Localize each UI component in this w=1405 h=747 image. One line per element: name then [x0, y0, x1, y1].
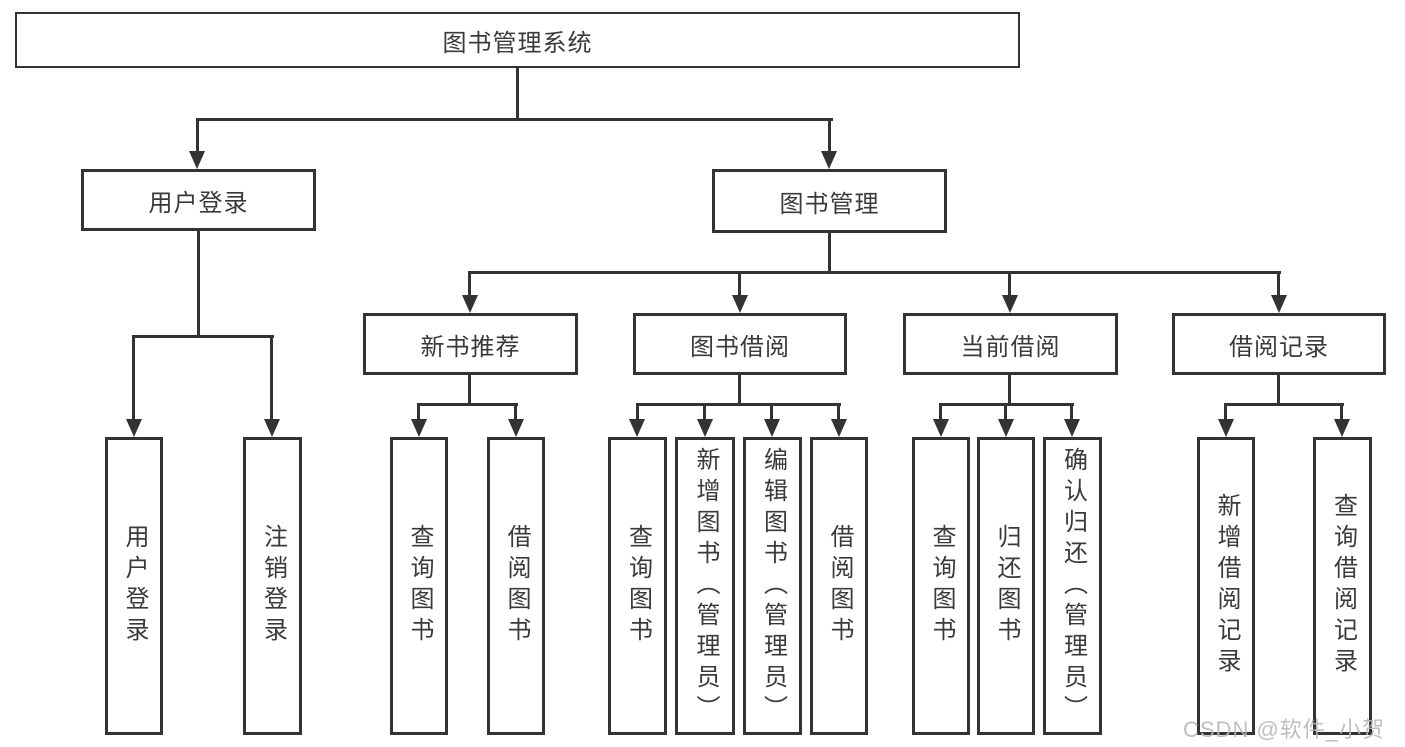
leaf-label: 用户登录: [121, 524, 148, 648]
leaf-label: 查询图书: [624, 524, 652, 648]
node-label: 当前借阅: [960, 333, 1061, 361]
leaf-label: 注销登录: [259, 524, 287, 648]
leaf-label: 归还图书: [993, 524, 1020, 648]
connector-line: [468, 271, 1281, 274]
connector-line: [1224, 403, 1344, 406]
arrow-down-icon: [411, 419, 427, 437]
node-current-borrowing: 当前借阅: [903, 313, 1118, 375]
leaf-query-books-current: 查询图书: [912, 437, 970, 735]
leaf-edit-book-admin: 编辑图书（管理员）: [743, 437, 802, 735]
node-book-borrowing: 图书借阅: [633, 313, 847, 375]
arrow-down-icon: [126, 419, 142, 437]
arrow-down-icon: [831, 419, 847, 437]
connector-line: [468, 271, 471, 297]
node-library-management-system: 图书管理系统: [15, 12, 1020, 68]
connector-line: [516, 68, 519, 120]
connector-line: [738, 271, 741, 297]
connector-line: [468, 375, 471, 405]
connector-line: [1008, 271, 1011, 297]
connector-line: [1277, 271, 1280, 297]
connector-line: [770, 403, 773, 421]
leaf-query-books-borrowing: 查询图书: [608, 437, 667, 735]
leaf-label: 借阅图书: [503, 524, 530, 648]
arrow-down-icon: [462, 295, 478, 313]
connector-line: [837, 403, 840, 421]
leaf-add-borrow-record: 新增借阅记录: [1197, 437, 1255, 735]
arrow-down-icon: [1218, 419, 1234, 437]
leaf-user-login: 用户登录: [105, 437, 163, 735]
arrow-down-icon: [998, 419, 1014, 437]
leaf-return-book: 归还图书: [977, 437, 1035, 735]
node-label: 图书管理: [779, 190, 880, 218]
connector-line: [636, 403, 639, 421]
connector-line: [1004, 403, 1007, 421]
connector-line: [738, 375, 741, 405]
leaf-label: 新增借阅记录: [1213, 493, 1240, 679]
connector-line: [417, 403, 518, 406]
node-borrowing-records: 借阅记录: [1172, 313, 1386, 375]
connector-line: [417, 403, 420, 421]
leaf-label: 借阅图书: [826, 524, 853, 648]
connector-line: [197, 231, 200, 337]
arrow-down-icon: [508, 419, 524, 437]
arrow-down-icon: [1064, 419, 1080, 437]
node-label: 图书借阅: [690, 333, 790, 361]
leaf-label: 新增图书（管理员）: [692, 446, 719, 726]
leaf-label: 查询图书: [406, 524, 433, 648]
node-label: 图书管理系统: [442, 29, 593, 57]
connector-line: [514, 403, 517, 421]
connector-line: [939, 403, 942, 421]
connector-line: [133, 335, 274, 338]
leaf-borrow-books-recommend: 借阅图书: [487, 437, 545, 735]
leaf-confirm-return-admin: 确认归还（管理员）: [1043, 437, 1102, 735]
arrow-down-icon: [697, 419, 713, 437]
node-book-management: 图书管理: [712, 169, 947, 233]
connector-line: [636, 403, 841, 406]
connector-line: [270, 335, 273, 421]
leaf-query-books-recommend: 查询图书: [390, 437, 448, 735]
arrow-down-icon: [189, 151, 205, 169]
node-new-book-recommend: 新书推荐: [363, 313, 578, 375]
csdn-watermark: CSDN @软件_小贺同学: [1183, 717, 1386, 742]
node-label: 新书推荐: [420, 333, 521, 361]
leaf-label: 确认归还（管理员）: [1059, 446, 1087, 726]
leaf-add-book-admin: 新增图书（管理员）: [675, 437, 735, 735]
connector-line: [132, 335, 135, 421]
connector-line: [703, 403, 706, 421]
leaf-label: 查询图书: [928, 524, 955, 648]
node-user-login: 用户登录: [81, 169, 316, 231]
arrow-down-icon: [821, 151, 837, 169]
connector-line: [828, 233, 831, 273]
connector-line: [1008, 375, 1011, 405]
connector-line: [196, 118, 199, 153]
connector-line: [196, 118, 833, 121]
connector-line: [828, 118, 831, 153]
arrow-down-icon: [1271, 295, 1287, 313]
arrow-down-icon: [1334, 419, 1350, 437]
node-label: 用户登录: [148, 189, 249, 217]
arrow-down-icon: [264, 419, 280, 437]
leaf-borrow-books-borrowing: 借阅图书: [810, 437, 868, 735]
leaf-logout: 注销登录: [243, 437, 302, 735]
leaf-query-borrow-record: 查询借阅记录: [1313, 437, 1372, 735]
leaf-label: 查询借阅记录: [1329, 493, 1357, 679]
arrow-down-icon: [629, 419, 645, 437]
arrow-down-icon: [1002, 295, 1018, 313]
connector-line: [1070, 403, 1073, 421]
arrow-down-icon: [732, 295, 748, 313]
connector-line: [1340, 403, 1343, 421]
leaf-label: 编辑图书（管理员）: [759, 446, 787, 726]
connector-line: [1224, 403, 1227, 421]
node-label: 借阅记录: [1229, 333, 1329, 361]
connector-line: [1277, 375, 1280, 405]
arrow-down-icon: [933, 419, 949, 437]
arrow-down-icon: [764, 419, 780, 437]
